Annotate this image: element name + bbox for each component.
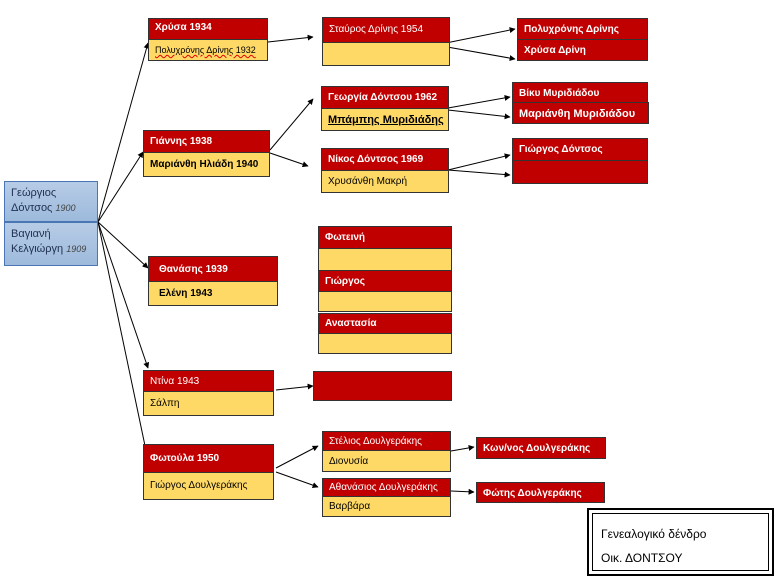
grandchild-5-spouse — [318, 291, 452, 312]
root-wife-year: 1909 — [66, 244, 87, 254]
grandchild-5-name: Γιώργος — [318, 270, 452, 292]
grandchild-1-spouse — [322, 42, 450, 66]
arrow-c1-g1 — [267, 34, 314, 43]
arrow-c2-g2 — [269, 98, 314, 151]
great-grandchild-6 — [512, 160, 648, 184]
arrow-root-child-1 — [97, 42, 150, 223]
grandchild-8-spouse: Διονυσία — [322, 450, 451, 472]
great-grandchild-2: Χρύσα Δρίνη — [517, 39, 648, 61]
great-grandchild-8: Φώτης Δουλγεράκης — [476, 482, 605, 503]
grandchild-7-name — [313, 371, 452, 401]
grandchild-6-name: Αναστασία — [318, 313, 452, 334]
arrow-root-child-4 — [97, 221, 150, 369]
arrow-c4-g7 — [275, 383, 314, 391]
arrow-g2-gg4 — [447, 109, 511, 120]
root-wife-name: Βαγιανή Κελγιώργη — [11, 228, 64, 255]
arrow-g8-gg7 — [450, 444, 475, 452]
arrow-c2-g3 — [269, 152, 309, 168]
grandchild-4-spouse — [318, 248, 452, 271]
root-husband-name: Γεώργιος Δόντσος — [11, 187, 57, 214]
child-3-name: Θανάσης 1939 — [148, 256, 278, 282]
arrow-root-child-2 — [97, 151, 144, 223]
child-1-name: Χρύσα 1934 — [148, 18, 268, 40]
child-5-name: Φωτούλα 1950 — [143, 444, 274, 473]
legend-box: Γενεαλογικό δένδρο Οικ. ΔΟΝΤΣΟΥ — [587, 508, 774, 576]
grandchild-3-name: Νίκος Δόντσος 1969 — [321, 148, 449, 171]
child-2-name: Γιάννης 1938 — [143, 130, 270, 153]
great-grandchild-7: Κων/νος Δουλγεράκης — [476, 437, 606, 459]
arrow-g9-gg8 — [450, 488, 475, 495]
child-4-name: Ντίνα 1943 — [143, 370, 274, 392]
child-2-spouse: Μαριάνθη Ηλιάδη 1940 — [143, 152, 270, 177]
arrow-root-child-5 — [97, 221, 150, 461]
great-grandchild-5: Γιώργος Δόντσος — [512, 138, 648, 161]
child-5-spouse: Γιώργος Δουλγεράκης — [143, 472, 274, 500]
grandchild-4-name: Φωτεινή — [318, 226, 452, 249]
grandchild-6-spouse — [318, 333, 452, 354]
arrow-c5-g8 — [275, 445, 319, 469]
arrow-g3-gg6 — [447, 169, 511, 178]
legend-inner: Γενεαλογικό δένδρο Οικ. ΔΟΝΤΣΟΥ — [592, 513, 769, 571]
root-husband-year: 1900 — [55, 203, 76, 213]
grandchild-2-spouse: Μπάμπης Μυριδιάδης — [321, 108, 449, 131]
child-3-spouse: Ελένη 1943 — [148, 281, 278, 306]
grandchild-9-spouse: Βαρβάρα — [322, 496, 451, 517]
legend-title: Γενεαλογικό δένδρο — [601, 527, 707, 541]
arrow-c5-g9 — [275, 471, 319, 489]
grandchild-3-spouse: Χρυσάνθη Μακρή — [321, 170, 449, 193]
grandchild-8-name: Στέλιος Δουλγεράκης — [322, 431, 451, 451]
grandchild-2-name: Γεωργία Δόντσου 1962 — [321, 86, 449, 109]
child-4-spouse: Σάλπη — [143, 391, 274, 416]
child-1-spouse: Πολυχρόνης Δρίνης 1932 — [148, 39, 268, 61]
legend-family: Οικ. ΔΟΝΤΣΟΥ — [601, 551, 683, 565]
child-1-spouse-text: Πολυχρόνης Δρίνης 1932 — [155, 45, 256, 55]
great-grandchild-1: Πολυχρόνης Δρίνης — [517, 18, 648, 40]
root-husband-box: Γεώργιος Δόντσος 1900 — [4, 181, 98, 222]
grandchild-2-spouse-text: Μπάμπης Μυριδιάδης — [328, 114, 444, 126]
great-grandchild-3: Βίκυ Μυριδιάδου — [512, 82, 648, 103]
arrow-g3-gg5 — [447, 153, 511, 171]
root-wife-box: Βαγιανή Κελγιώργη 1909 — [4, 222, 98, 266]
great-grandchild-4: Μαριάνθη Μυριδιάδου — [512, 102, 649, 124]
grandchild-9-name: Αθανάσιος Δουλγεράκης — [322, 478, 451, 497]
grandchild-1-name: Σταύρος Δρίνης 1954 — [322, 17, 450, 43]
arrow-g2-gg3 — [447, 94, 511, 109]
arrow-root-child-3 — [97, 221, 149, 269]
